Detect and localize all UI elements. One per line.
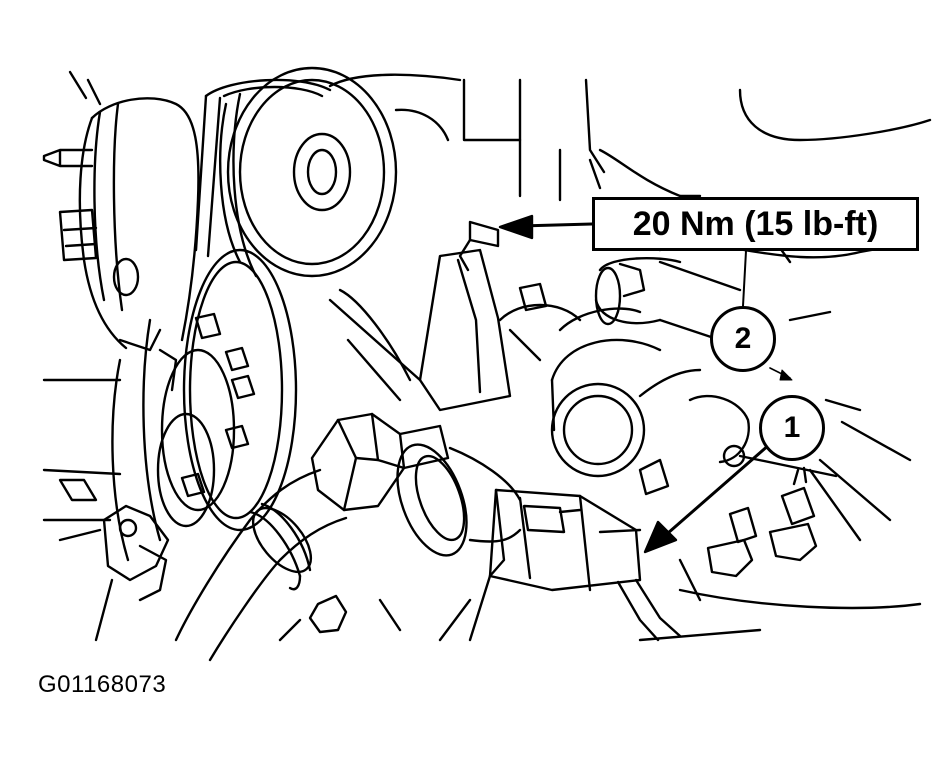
callout-1: 1 (759, 395, 825, 461)
sensor-connector (396, 443, 682, 642)
alternator-housing (42, 70, 200, 352)
torque-spec-label: 20 Nm (15 lb-ft) (592, 197, 919, 251)
figure-id: G01168073 (38, 671, 167, 698)
thermostat-outlet (550, 307, 702, 478)
callout-2-leader (742, 250, 747, 307)
right-studs (518, 282, 818, 578)
callout-1-leader-arrow (643, 442, 772, 554)
pulley-bolts (180, 312, 256, 498)
lower-bolts (278, 594, 402, 642)
engine-block-upper (328, 73, 932, 272)
coolant-hose (174, 468, 348, 662)
lower-left-pulleys (42, 248, 298, 562)
callout-2-number: 2 (734, 322, 752, 355)
callout-2: 2 (710, 306, 776, 372)
callout-1-number: 1 (783, 411, 801, 444)
upper-pulley (194, 66, 398, 278)
torque-leader-arrow (498, 214, 594, 240)
hose-fitting (310, 412, 450, 512)
mounting-bracket (328, 248, 582, 412)
small-arrow (769, 367, 793, 381)
lower-left-bracket (58, 504, 170, 642)
right-side-structure (638, 244, 922, 642)
